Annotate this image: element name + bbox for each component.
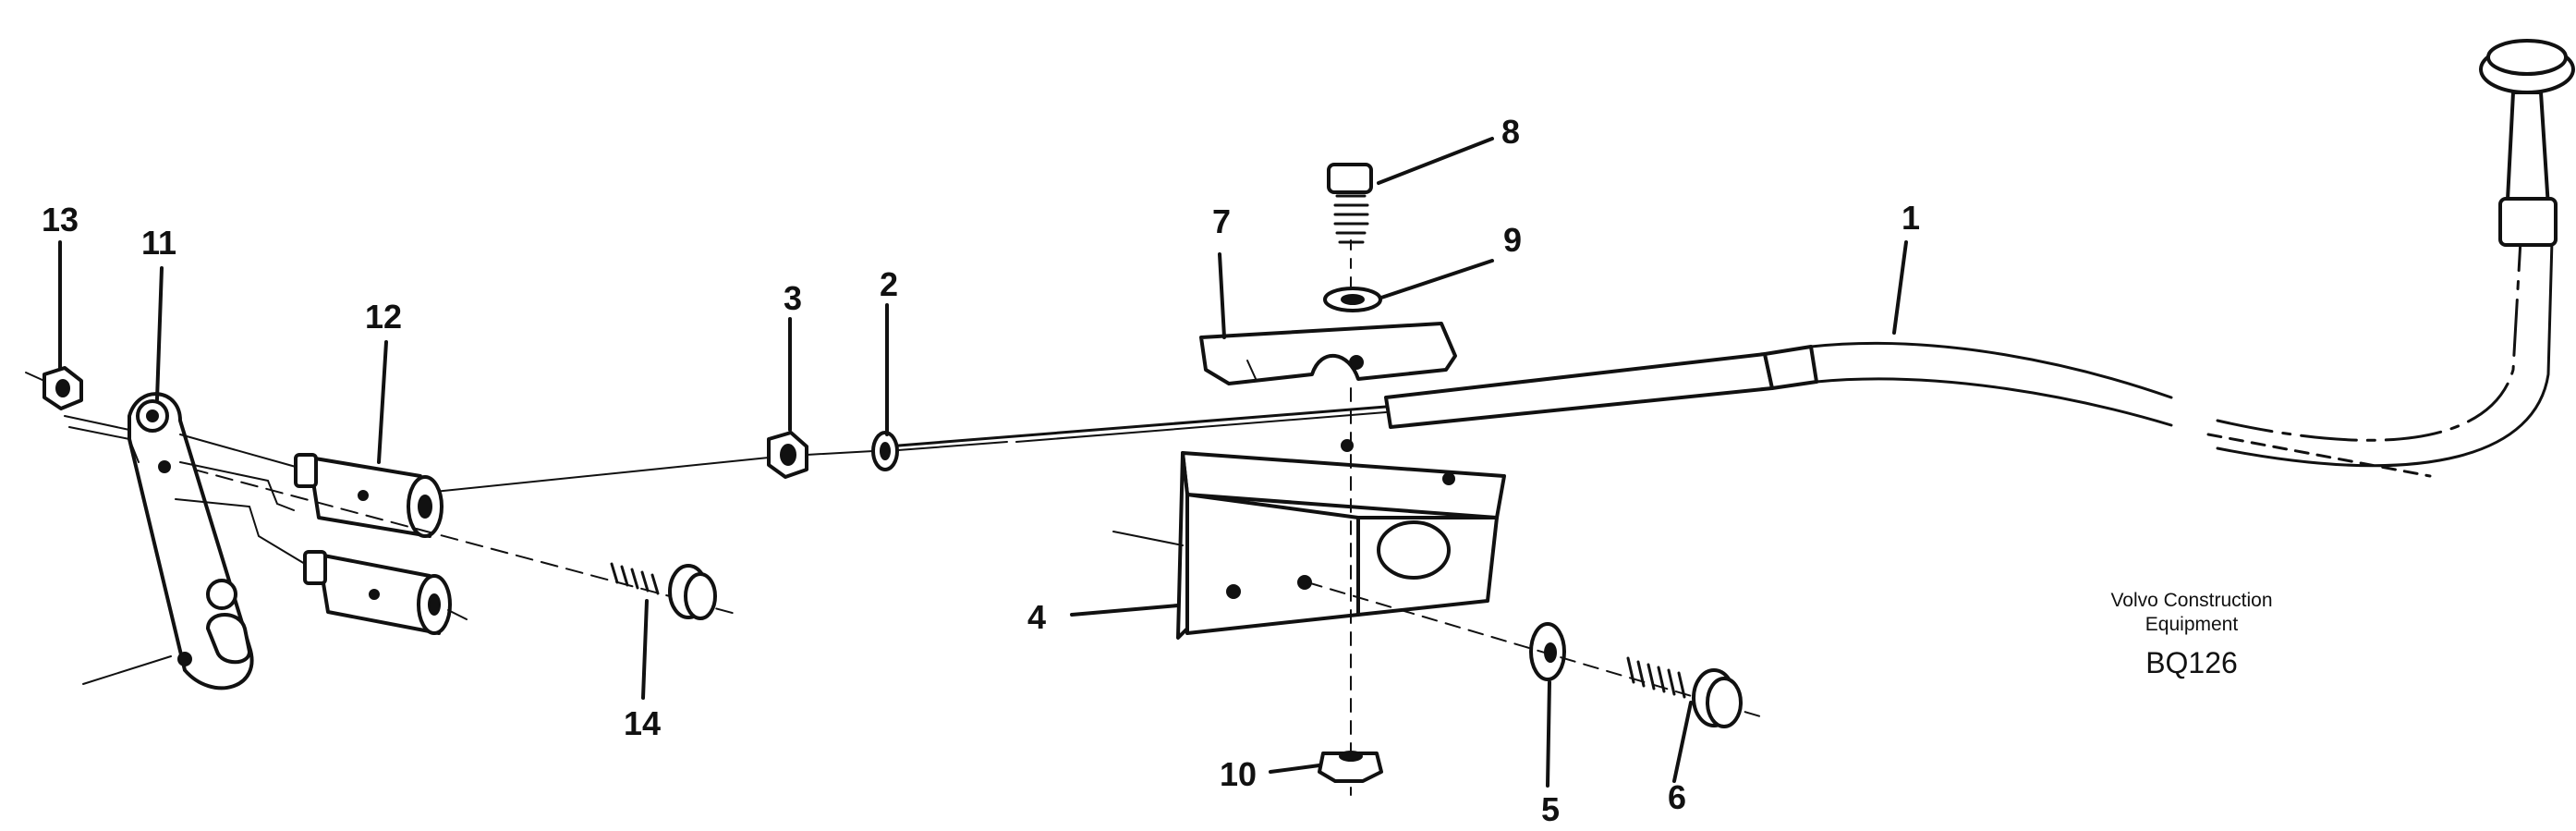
nut-13 bbox=[25, 366, 83, 410]
callout-7: 7 bbox=[1212, 202, 1231, 240]
mounting-bracket bbox=[1112, 387, 1506, 796]
swivel-12 bbox=[294, 453, 444, 538]
wire-to-nut bbox=[433, 457, 770, 493]
cable-clamp bbox=[1199, 322, 1457, 385]
nut-3 bbox=[767, 431, 808, 479]
bolt-6 bbox=[1306, 581, 1761, 728]
washer-5 bbox=[1529, 622, 1566, 681]
nut-10 bbox=[1318, 751, 1383, 783]
caption-company: Volvo Construction bbox=[2110, 590, 2272, 611]
screw-14 bbox=[165, 461, 740, 620]
callout-2: 2 bbox=[880, 265, 898, 303]
callout-5: 5 bbox=[1541, 790, 1560, 828]
callout-9: 9 bbox=[1503, 221, 1522, 259]
washer-9 bbox=[1323, 287, 1382, 312]
leader-lines bbox=[58, 137, 1908, 788]
washer-2 bbox=[871, 431, 899, 471]
knob-collar bbox=[2498, 197, 2558, 247]
inner-wire bbox=[885, 405, 1388, 448]
cable-assembly bbox=[885, 39, 2575, 478]
callout-1: 1 bbox=[1902, 199, 1920, 237]
callout-14: 14 bbox=[624, 704, 661, 742]
lever-11 bbox=[64, 392, 306, 690]
callout-12: 12 bbox=[365, 298, 402, 336]
swivel-lower bbox=[303, 550, 468, 635]
bracket-face bbox=[1185, 493, 1360, 635]
callout-13: 13 bbox=[42, 201, 79, 238]
callout-11: 11 bbox=[141, 224, 176, 262]
caption-company-line2: Equipment bbox=[2145, 614, 2239, 635]
callout-6: 6 bbox=[1668, 778, 1686, 816]
callout-4: 4 bbox=[1027, 598, 1046, 636]
callout-10: 10 bbox=[1220, 755, 1257, 793]
bolt-8 bbox=[1327, 163, 1373, 306]
cable-ferrule bbox=[1763, 345, 1818, 390]
caption-drawing-code: BQ126 bbox=[2145, 646, 2238, 679]
callout-8: 8 bbox=[1501, 113, 1520, 151]
callout-3: 3 bbox=[784, 279, 802, 317]
